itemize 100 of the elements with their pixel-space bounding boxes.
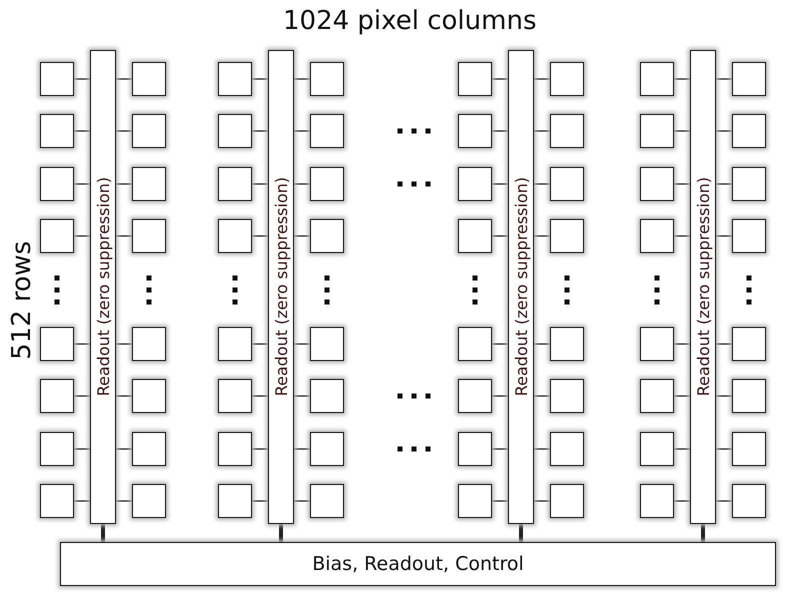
pixel-box [132, 167, 166, 201]
pixel-box [550, 484, 584, 518]
connector-line [294, 448, 310, 450]
connector-line [116, 500, 132, 502]
pixel-box [640, 114, 674, 148]
readout-bar [690, 50, 716, 524]
connector-line [674, 130, 690, 132]
connector-line [674, 448, 690, 450]
control-block [60, 542, 776, 586]
pixel-box [218, 167, 252, 201]
pixel-box [458, 114, 492, 148]
connector-line [716, 235, 732, 237]
readout-bar [90, 50, 116, 524]
pixel-box [132, 114, 166, 148]
connector-line [74, 448, 90, 450]
pixel-box [550, 167, 584, 201]
connector-line [716, 78, 732, 80]
pixel-box [310, 327, 344, 361]
connector-line [74, 130, 90, 132]
pixel-box [132, 432, 166, 466]
connector-line [716, 130, 732, 132]
connector-line [492, 500, 508, 502]
connector-line [74, 78, 90, 80]
pixel-box [218, 114, 252, 148]
connector-line [294, 183, 310, 185]
pixel-box [40, 432, 74, 466]
pixel-box [218, 62, 252, 96]
connector-line [74, 395, 90, 397]
axis-label: 1024 pixel columns [283, 6, 536, 36]
pixel-box [132, 219, 166, 253]
connector-line [716, 343, 732, 345]
connector-line [294, 235, 310, 237]
connector-line [74, 343, 90, 345]
pixel-box [640, 167, 674, 201]
connector-line [716, 183, 732, 185]
connector-line [534, 235, 550, 237]
connector-line [519, 524, 523, 542]
readout-label: Readout (zero suppression) [512, 177, 530, 397]
connector-line [116, 183, 132, 185]
connector-line [534, 500, 550, 502]
pixel-box [40, 379, 74, 413]
pixel-box [218, 219, 252, 253]
connector-line [492, 78, 508, 80]
pixel-box [732, 167, 766, 201]
connector-line [674, 343, 690, 345]
pixel-box [640, 62, 674, 96]
connector-line [116, 130, 132, 132]
connector-line [116, 343, 132, 345]
pixel-box [218, 327, 252, 361]
pixel-box [40, 114, 74, 148]
pixel-box [640, 327, 674, 361]
connector-line [294, 395, 310, 397]
connector-line [252, 130, 268, 132]
connector-line [716, 448, 732, 450]
pixel-box [458, 62, 492, 96]
connector-line [294, 500, 310, 502]
connector-line [674, 183, 690, 185]
pixel-box [218, 379, 252, 413]
connector-line [294, 78, 310, 80]
pixel-box [640, 219, 674, 253]
pixel-box [310, 114, 344, 148]
connector-line [252, 395, 268, 397]
pixel-box [640, 379, 674, 413]
connector-line [492, 235, 508, 237]
pixel-box [732, 379, 766, 413]
pixel-box [458, 219, 492, 253]
connector-line [294, 130, 310, 132]
readout-label: Readout (zero suppression) [94, 177, 112, 397]
connector-line [492, 343, 508, 345]
pixel-box [40, 62, 74, 96]
block-label: Bias, Readout, Control [312, 553, 524, 575]
connector-line [116, 395, 132, 397]
pixel-box [732, 219, 766, 253]
pixel-box [458, 167, 492, 201]
pixel-box [310, 484, 344, 518]
pixel-box [550, 432, 584, 466]
pixel-box [132, 327, 166, 361]
connector-line [701, 524, 705, 542]
pixel-box [732, 62, 766, 96]
pixel-box [458, 379, 492, 413]
connector-line [116, 448, 132, 450]
connector-line [252, 448, 268, 450]
connector-line [294, 343, 310, 345]
pixel-box [640, 432, 674, 466]
pixel-box [732, 432, 766, 466]
pixel-box [458, 484, 492, 518]
connector-line [674, 500, 690, 502]
pixel-box [132, 62, 166, 96]
pixel-box [550, 219, 584, 253]
readout-bar [268, 50, 294, 524]
connector-line [74, 183, 90, 185]
readout-label: Readout (zero suppression) [272, 177, 290, 397]
axis-label: 512 rows [7, 240, 37, 360]
pixel-box [310, 219, 344, 253]
pixel-box [640, 484, 674, 518]
pixel-box [458, 432, 492, 466]
pixel-box [550, 114, 584, 148]
connector-line [252, 343, 268, 345]
readout-label: Readout (zero suppression) [694, 177, 712, 397]
pixel-box [550, 379, 584, 413]
